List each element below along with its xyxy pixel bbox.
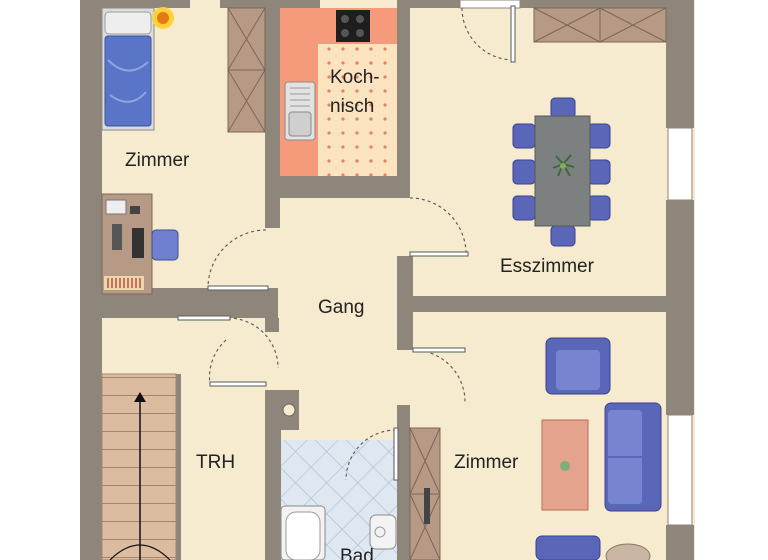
living-room-furniture [535, 337, 662, 560]
label-kochnische-line1: Koch- [330, 67, 380, 88]
label-bad: Bad [340, 546, 374, 560]
label-trh: TRH [196, 452, 235, 473]
label-esszimmer: Esszimmer [500, 256, 595, 277]
label-zimmer-bottom-right: Zimmer [454, 452, 519, 473]
label-gang: Gang [318, 297, 364, 318]
bed [101, 7, 155, 131]
label-kochnische-line2: nisch [330, 96, 374, 117]
dining-table-set [512, 97, 611, 247]
wash-basin [369, 514, 397, 550]
ceiling-lamp [152, 7, 174, 29]
stove [336, 10, 370, 42]
doors [177, 5, 516, 481]
desk-chair [151, 229, 179, 261]
staircase [101, 373, 181, 560]
desk [101, 193, 179, 295]
kitchen [280, 8, 397, 176]
cabinets [227, 7, 667, 560]
bathroom [280, 440, 397, 560]
label-zimmer-top-left: Zimmer [125, 150, 190, 171]
utility-shaft [282, 403, 296, 417]
